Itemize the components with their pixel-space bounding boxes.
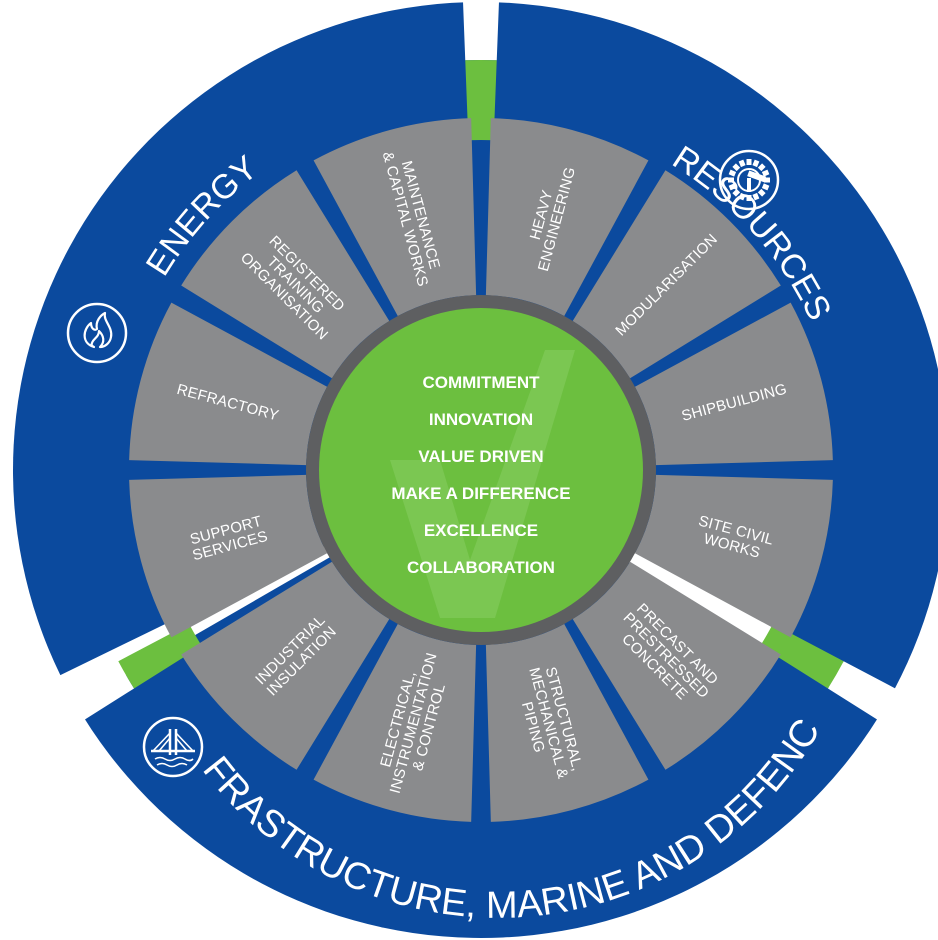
divider-green-right xyxy=(760,623,844,689)
gear-tooth xyxy=(746,159,752,165)
core-values-hub: COMMITMENT INNOVATION VALUE DRIVEN MAKE A D… xyxy=(306,295,656,645)
gear-tooth xyxy=(764,177,770,183)
divider-white-right xyxy=(827,661,897,721)
service-segment xyxy=(129,302,328,466)
core-value-item: COLLABORATION xyxy=(407,558,555,577)
gear-tooth xyxy=(757,188,766,197)
gear-tooth xyxy=(728,177,734,183)
gear-tooth xyxy=(746,195,752,201)
sector-dividers xyxy=(65,0,897,721)
divider-white-top xyxy=(462,0,500,61)
core-value-item: VALUE DRIVEN xyxy=(418,447,543,466)
hub-green-disc xyxy=(319,308,643,632)
service-segment xyxy=(181,561,390,770)
checkmark-watermark xyxy=(390,350,575,618)
service-segment xyxy=(485,118,649,317)
service-segments: HEAVYENGINEERINGMODULARISATIONSHIPBUILDI… xyxy=(129,118,833,822)
gear-tooth xyxy=(728,183,737,191)
service-segment xyxy=(313,623,477,822)
core-value-item: MAKE A DIFFERENCE xyxy=(391,484,570,503)
gear-tooth xyxy=(761,169,770,177)
divider-green-top xyxy=(465,59,497,141)
service-segment xyxy=(572,561,781,770)
gear-tooth xyxy=(732,163,741,172)
sector-band-infrastructure xyxy=(75,470,878,939)
core-value-item: EXCELLENCE xyxy=(424,521,538,540)
gear-tooth xyxy=(761,183,770,191)
bridge-icon xyxy=(142,716,204,778)
core-values-list: COMMITMENT INNOVATION VALUE DRIVEN MAKE A D… xyxy=(391,373,570,577)
gear-tooth xyxy=(728,169,737,177)
service-segment xyxy=(129,474,328,638)
divider-green-left xyxy=(118,623,202,689)
gear-tooth xyxy=(752,192,760,201)
service-segment xyxy=(181,170,390,379)
core-value-item: INNOVATION xyxy=(429,410,533,429)
service-segment xyxy=(634,302,833,466)
gear-tooth xyxy=(757,163,766,172)
gear-tooth xyxy=(732,188,741,197)
service-segment xyxy=(485,623,649,822)
gear-tooth xyxy=(738,192,746,201)
service-segment xyxy=(572,170,781,379)
service-segment xyxy=(313,118,477,317)
divider-white-left xyxy=(65,661,135,721)
core-value-item: COMMITMENT xyxy=(422,373,540,392)
flame-icon xyxy=(66,302,128,364)
gear-tooth xyxy=(738,159,746,168)
gear-tooth xyxy=(752,159,760,168)
service-segment xyxy=(634,474,833,638)
gear-drill-icon xyxy=(718,149,780,211)
